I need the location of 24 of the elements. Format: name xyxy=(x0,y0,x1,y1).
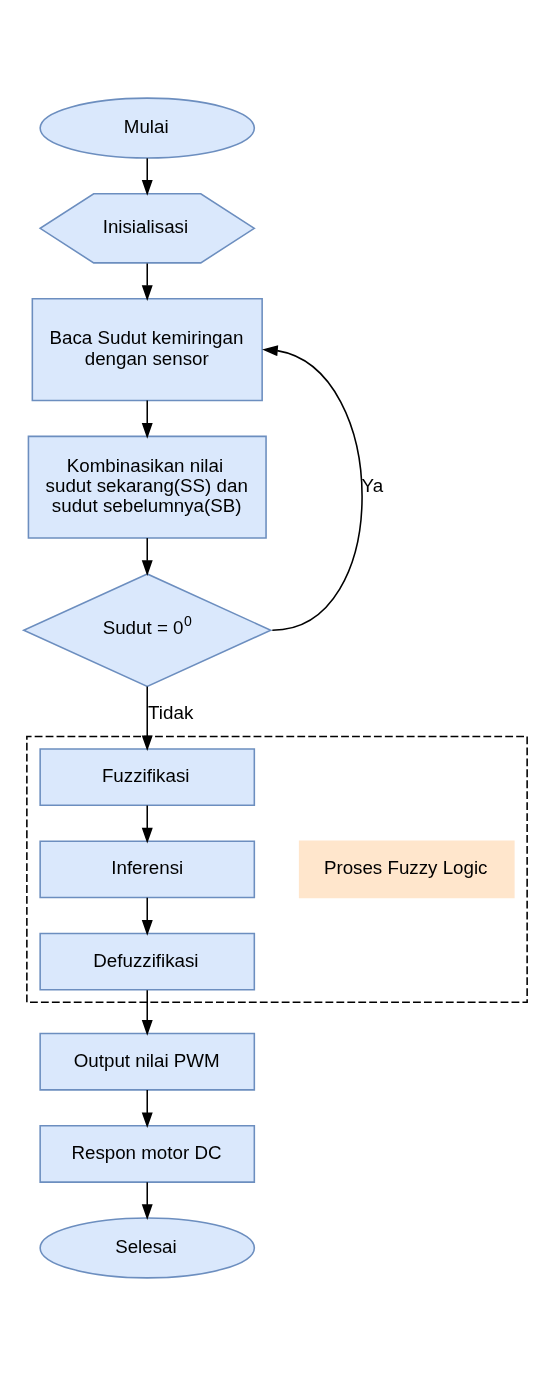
arrow xyxy=(141,685,153,752)
node-box: Output nilai PWM xyxy=(39,1032,256,1091)
node-diamond: Sudut = 0$^{0}$ xyxy=(21,573,273,688)
node-box: Fuzzifikasi xyxy=(39,748,256,807)
node-box: Respon motor DC xyxy=(39,1125,256,1183)
arrow xyxy=(141,1089,153,1129)
arrow xyxy=(141,399,153,439)
arrow xyxy=(262,345,363,631)
edge-label: Ya xyxy=(361,475,384,497)
node-ellipse: Selesai xyxy=(39,1217,256,1279)
arrow xyxy=(141,896,153,936)
arrow xyxy=(141,989,153,1036)
arrow xyxy=(141,157,153,196)
node-box: Defuzzifikasi xyxy=(39,932,256,991)
edge-label: Tidak xyxy=(148,701,194,723)
node-box: Inferensi xyxy=(39,840,256,899)
node-ellipse: Mulai xyxy=(39,97,256,159)
arrow xyxy=(141,804,153,844)
arrow xyxy=(141,1181,153,1220)
node-box: Baca Sudut kemiringan dengan sensor xyxy=(31,298,263,402)
node-box: Kombinasikan nilai sudut sekarang(SS) dan sudut sebelumnya(SB) xyxy=(27,435,267,539)
arrow xyxy=(141,262,153,301)
arrow xyxy=(141,537,153,576)
node-box: Proses Fuzzy Logic xyxy=(298,840,515,899)
